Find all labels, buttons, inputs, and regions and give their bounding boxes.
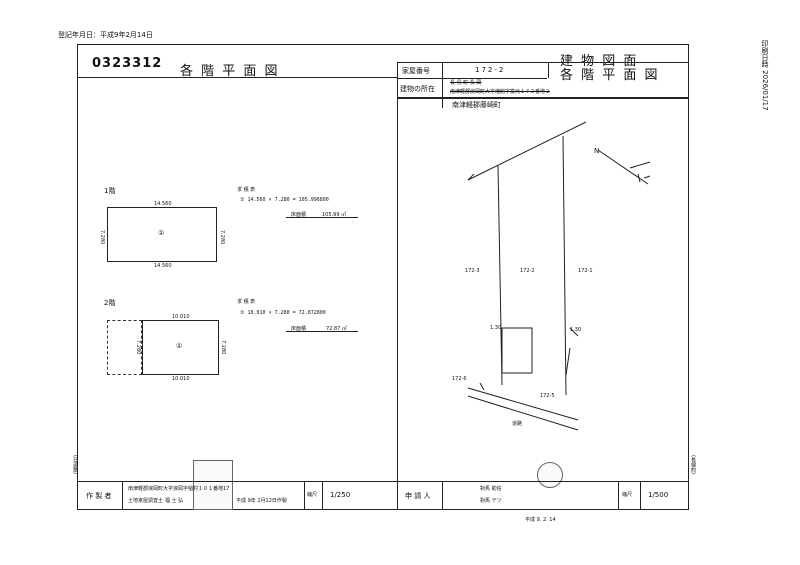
lot-172-6: 172-6 [452, 376, 467, 382]
applicant-1: 對馬 助信 [480, 486, 502, 492]
lot-172-3: 172-3 [465, 268, 480, 274]
floor-2-total-label: 床面積 [291, 326, 307, 332]
print-date: 印刷日時 2026/01/17 [761, 40, 769, 111]
scale-right: 1/500 [648, 491, 669, 499]
floor-2-dim-top: 10.010 [172, 314, 190, 320]
location-line-1: 長 島 町 長 岡 [450, 80, 482, 86]
floor-2-dim-left: 7.280 [135, 340, 141, 355]
north-label: N [594, 147, 600, 155]
maker-name: 福 士 弘 [165, 498, 184, 504]
maker-title: 土地家屋調査士 [128, 498, 164, 504]
lot-172-2: 172-2 [520, 268, 535, 274]
seal-stamp-1 [193, 460, 233, 510]
lot-172-5: 172-5 [540, 393, 555, 399]
location-label: 建物の所在 [400, 85, 435, 93]
floor-1-dim-top: 14.560 [154, 201, 172, 207]
site-map [467, 121, 651, 431]
house-number-value: 172-2 [475, 66, 506, 74]
sheet-frame [77, 44, 689, 510]
floor-1-dim-right: 7.280 [219, 230, 225, 245]
floor-2-outline [142, 320, 219, 375]
maker-address: 南津軽郡浪岡町大字浪岡字稲村１０１番地17 [128, 486, 230, 492]
side-note-left: (日道路) [72, 455, 78, 474]
location-line-2: 南津軽郡浪岡町大字増館字富元１７２番地２ [450, 89, 551, 95]
scale-left: 1/250 [330, 491, 351, 499]
floor-1-total-value: 105.99 ㎡ [322, 212, 347, 218]
floor-1-dim-left: 7.280 [99, 230, 105, 245]
maker-date: 平成 9年 2月12日作製 [236, 498, 287, 504]
applicant-label: 申 請 人 [405, 492, 431, 500]
dimension-a: 1.30 [490, 325, 502, 331]
floor-2-calculation: ① 10.010 × 7.280 = 72.872800 [240, 310, 326, 316]
maker-label: 作 製 者 [86, 492, 112, 500]
floor-2-dashed-outline [107, 320, 142, 375]
left-title: 各 階 平 面 図 [180, 64, 280, 79]
floor-2-dim-right: 7.280 [220, 340, 226, 355]
floor-1-label: 1階 [104, 187, 116, 195]
floor-2-total-value: 72.87 ㎡ [326, 326, 347, 332]
floor-1-area-title: 求 積 表 [237, 187, 256, 193]
floor-2-area-title: 求 積 表 [237, 299, 256, 305]
document-id: 0323312 [92, 56, 163, 71]
right-title-2: 各 階 平 面 図 [560, 68, 660, 83]
location-note: 南津軽郡藤崎町 [452, 101, 501, 109]
scale-label-left: 縮尺 [307, 492, 318, 498]
applicant-2: 對馬 テツ [480, 498, 502, 504]
side-note-right: (長縮約) [690, 455, 696, 474]
floor-2-label: 2階 [104, 299, 116, 307]
lot-172-1: 172-1 [578, 268, 593, 274]
registration-date: 登記年月日：平成9年2月14日 [58, 31, 153, 39]
house-number-label: 家屋番号 [402, 67, 430, 75]
bottom-date: 平成 9. 2. 14 [525, 517, 556, 523]
scale-label-right: 縮尺 [622, 492, 633, 498]
right-title-1: 建 物 図 面 [560, 54, 639, 69]
road-label: 道路 [512, 421, 523, 427]
floor-1-calculation: ① 14.560 × 7.280 = 105.996800 [240, 197, 329, 203]
floor-2-dim-bottom: 10.010 [172, 376, 190, 382]
dimension-b: 1.30 [570, 327, 582, 333]
floor-1-outline [107, 207, 217, 262]
seal-stamp-2 [537, 462, 563, 488]
floor-1-total-label: 床面積 [291, 212, 307, 218]
floor-1-mark: ① [158, 229, 165, 237]
floor-2-mark: ① [176, 342, 183, 350]
floor-1-dim-bottom: 14.560 [154, 263, 172, 269]
